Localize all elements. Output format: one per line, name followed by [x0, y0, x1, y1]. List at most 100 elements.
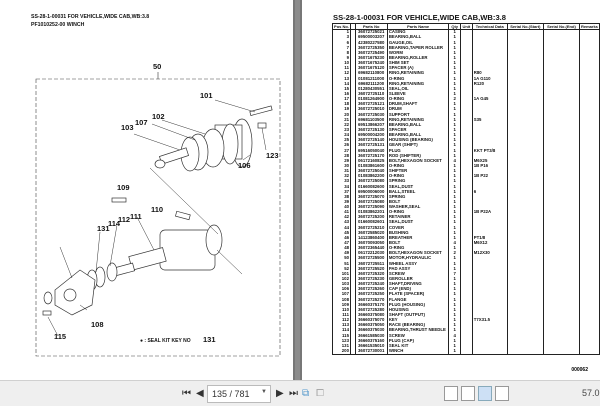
pos-no: 19: [332, 107, 351, 113]
pos-no: 21: [332, 117, 351, 123]
fit-page-icon[interactable]: ⧉: [302, 388, 310, 399]
fit-width-icon[interactable]: ⧠: [316, 388, 324, 399]
pos-no: 51: [332, 261, 351, 267]
callout-label: 131: [97, 224, 110, 233]
parts-name: SEAL,DUST: [386, 184, 450, 190]
empty-cell: [506, 158, 544, 164]
callout-label: 103: [121, 123, 134, 132]
empty-cell: [578, 220, 600, 226]
parts-no: 01280430551: [354, 86, 388, 92]
parts-no: 14123860400: [354, 235, 388, 241]
parts-no: 36072725030: [354, 112, 388, 118]
pos-no: 106: [332, 287, 351, 293]
parts-name: RETAINER: [386, 215, 450, 221]
previous-page-icon[interactable]: ◀: [196, 388, 204, 399]
pos-no: 10: [332, 61, 351, 67]
parts-no: 36072725260: [354, 287, 388, 293]
qty: 1: [448, 348, 461, 355]
empty-cell: [542, 348, 580, 355]
empty-cell: [578, 163, 600, 169]
parts-name: GEAR (SHIFT): [386, 143, 450, 149]
empty-cell: [578, 240, 600, 247]
empty-cell: [578, 132, 600, 139]
empty-cell: [506, 102, 544, 108]
exploded-diagram: 50 101 102 107 103 106 123 109 110 131 1…: [35, 62, 281, 357]
page-field-value: 135 / 781: [212, 389, 250, 399]
single-page-view-icon[interactable]: [444, 386, 458, 401]
parts-no: 36072725280: [354, 307, 388, 313]
parts-name: BUSHING: [386, 230, 450, 236]
empty-cell: [506, 189, 544, 195]
chevron-down-icon[interactable]: ▼: [261, 389, 267, 395]
pos-no: 12: [332, 71, 351, 77]
column-header: Technical Data: [471, 22, 508, 31]
parts-name: BEARING,THRUST NEEDLE: [386, 328, 450, 334]
parts-no: 69500003207: [354, 35, 388, 41]
empty-cell: [506, 97, 544, 103]
empty-cell: [506, 55, 544, 62]
empty-cell: [578, 292, 600, 298]
first-page-icon[interactable]: ⏮: [182, 388, 191, 399]
empty-cell: [578, 40, 600, 46]
pos-no: 9: [332, 55, 351, 62]
pos-no: 41: [332, 210, 351, 216]
two-page-continuous-view-icon[interactable]: [495, 386, 509, 401]
page-footer-number: 000062: [571, 367, 588, 373]
page-title: SS-28-1-00031 FOR VEHICLE,WIDE CAB,WB:3.…: [31, 14, 150, 20]
callout-label: 115: [54, 332, 66, 341]
parts-no: 36072725131: [354, 143, 388, 149]
callout-label: 50: [153, 62, 161, 71]
parts-name: O-RING: [386, 97, 450, 103]
pos-no: 43: [332, 220, 351, 226]
empty-cell: [578, 55, 600, 62]
parts-no: 06172212030: [354, 251, 388, 257]
parts-name: COVER: [386, 225, 450, 231]
left-page: SS-28-1-00031 FOR VEHICLE,WIDE CAB,WB:3.…: [0, 0, 295, 380]
parts-name: ROD (SHIFTER): [386, 153, 450, 159]
continuous-view-icon[interactable]: [461, 386, 475, 401]
pos-no: 8: [332, 50, 351, 56]
parts-name: SPRING: [386, 194, 450, 200]
pos-no: 30: [332, 163, 351, 169]
zoom-level[interactable]: 57.0: [582, 388, 600, 398]
pos-no: 108: [332, 297, 351, 303]
next-page-icon[interactable]: ▶: [276, 388, 284, 399]
empty-cell: [578, 158, 600, 164]
empty-cell: [578, 210, 600, 216]
two-page-view-icon[interactable]: [478, 386, 492, 401]
parts-no: 36071675240: [354, 61, 388, 67]
parts-name: SHIFTER: [386, 168, 450, 175]
right-page: SS-28-1-00031 FOR VEHICLE,WIDE CAB,WB:3.…: [300, 0, 600, 380]
pos-no: 131: [332, 343, 351, 349]
pos-no: 37: [332, 189, 351, 195]
parts-no: 42380227580: [354, 40, 388, 46]
empty-cell: [506, 66, 544, 72]
empty-cell: [578, 328, 600, 334]
navigation-toolbar: ⏮ ◀ 135 / 781 ▼ ▶ ⏭ ⧉ ⧠ 57.0: [0, 380, 600, 406]
parts-no: 36072725140: [354, 138, 388, 144]
callout-label: 112: [118, 215, 130, 224]
empty-cell: [506, 127, 544, 133]
empty-cell: [578, 29, 600, 36]
callout-label: 123: [266, 151, 279, 160]
parts-no: 36072725511: [354, 261, 388, 267]
page-number-input[interactable]: 135 / 781 ▼: [207, 385, 271, 403]
empty-cell: [506, 138, 544, 144]
last-page-icon[interactable]: ⏭: [289, 388, 298, 399]
parts-no: 36661585030: [354, 333, 388, 339]
empty-cell: [459, 348, 473, 355]
